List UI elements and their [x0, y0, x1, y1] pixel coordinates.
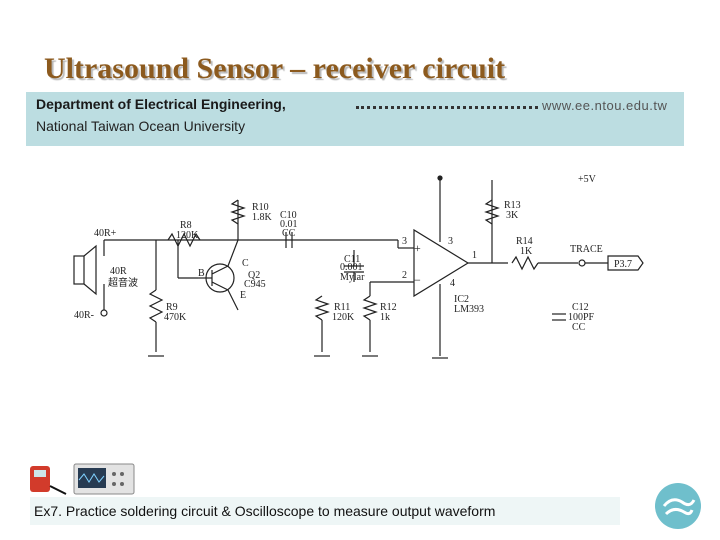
label-trace: TRACE: [570, 244, 603, 255]
label-vcc: +5V: [578, 174, 597, 185]
label-c12-value: 100PF: [568, 312, 595, 323]
label-pin2: 2: [402, 270, 407, 281]
label-r14: R14: [516, 236, 533, 247]
label-q2-collector: C: [242, 258, 249, 269]
label-r12: R12: [380, 302, 397, 313]
label-r11: R11: [334, 302, 350, 313]
exercise-caption-text: Ex7. Practice soldering circuit & Oscill…: [34, 503, 496, 519]
label-ic2: IC2: [454, 294, 469, 305]
header-band: Department of Electrical Engineering, Na…: [26, 92, 684, 146]
label-c11: C11: [344, 254, 360, 265]
label-c11-type: Mylar: [340, 272, 365, 283]
label-port: P3.7: [614, 259, 632, 270]
label-r10: R10: [252, 202, 269, 213]
slide-title: Ultrasound Sensor – receiver circuit: [44, 52, 506, 85]
label-r8: R8: [180, 220, 192, 231]
label-r8-value: 120K: [176, 230, 199, 241]
website-url[interactable]: www.ee.ntou.edu.tw: [542, 98, 668, 113]
label-r10-value: 1.8K: [252, 212, 273, 223]
label-ic-part: LM393: [454, 304, 484, 315]
label-r14-value: 1K: [520, 246, 533, 257]
label-q2: Q2: [248, 270, 260, 281]
department-name: Department of Electrical Engineering,: [36, 96, 286, 112]
label-r9-value: 470K: [164, 312, 187, 323]
label-sensor: 40R: [110, 266, 127, 277]
label-sensor-cn: 超音波: [108, 276, 138, 289]
dotted-divider: [356, 106, 538, 109]
label-c10: C10: [280, 210, 297, 221]
label-c11-value: 0.001: [340, 262, 363, 273]
label-c12-type: CC: [572, 322, 586, 333]
multimeter-and-oscilloscope-icon: [30, 463, 135, 495]
university-name: National Taiwan Ocean University: [36, 118, 246, 134]
label-40r-minus: 40R-: [74, 310, 94, 321]
label-r13-value: 3K: [506, 210, 519, 221]
label-r12-value: 1k: [380, 312, 390, 323]
ntou-wave-logo-icon: [655, 483, 701, 529]
label-q2-emitter: E: [240, 290, 246, 301]
label-c12: C12: [572, 302, 589, 313]
op-amp-plus-sign: +: [414, 241, 421, 255]
op-amp-minus-sign: −: [414, 273, 421, 287]
label-r13: R13: [504, 200, 521, 211]
label-pin3-outer: 3: [402, 236, 407, 247]
label-40r-plus: 40R+: [94, 228, 117, 239]
receiver-circuit-schematic: 40R+ 40R- 40R 超音波 R8 120K R9 470K R10 1.…: [68, 170, 646, 366]
label-q2-part: C945: [244, 279, 266, 290]
label-pin4: 4: [450, 278, 455, 289]
label-c10-type: CC: [282, 228, 296, 239]
exercise-caption: Ex7. Practice soldering circuit & Oscill…: [30, 497, 620, 525]
label-r9: R9: [166, 302, 178, 313]
label-pin3-inner: 3: [448, 236, 453, 247]
label-pin1: 1: [472, 250, 477, 261]
label-c10-value: 0.01: [280, 219, 298, 230]
label-q2-base: B: [198, 268, 205, 279]
label-r11-value: 120K: [332, 312, 355, 323]
